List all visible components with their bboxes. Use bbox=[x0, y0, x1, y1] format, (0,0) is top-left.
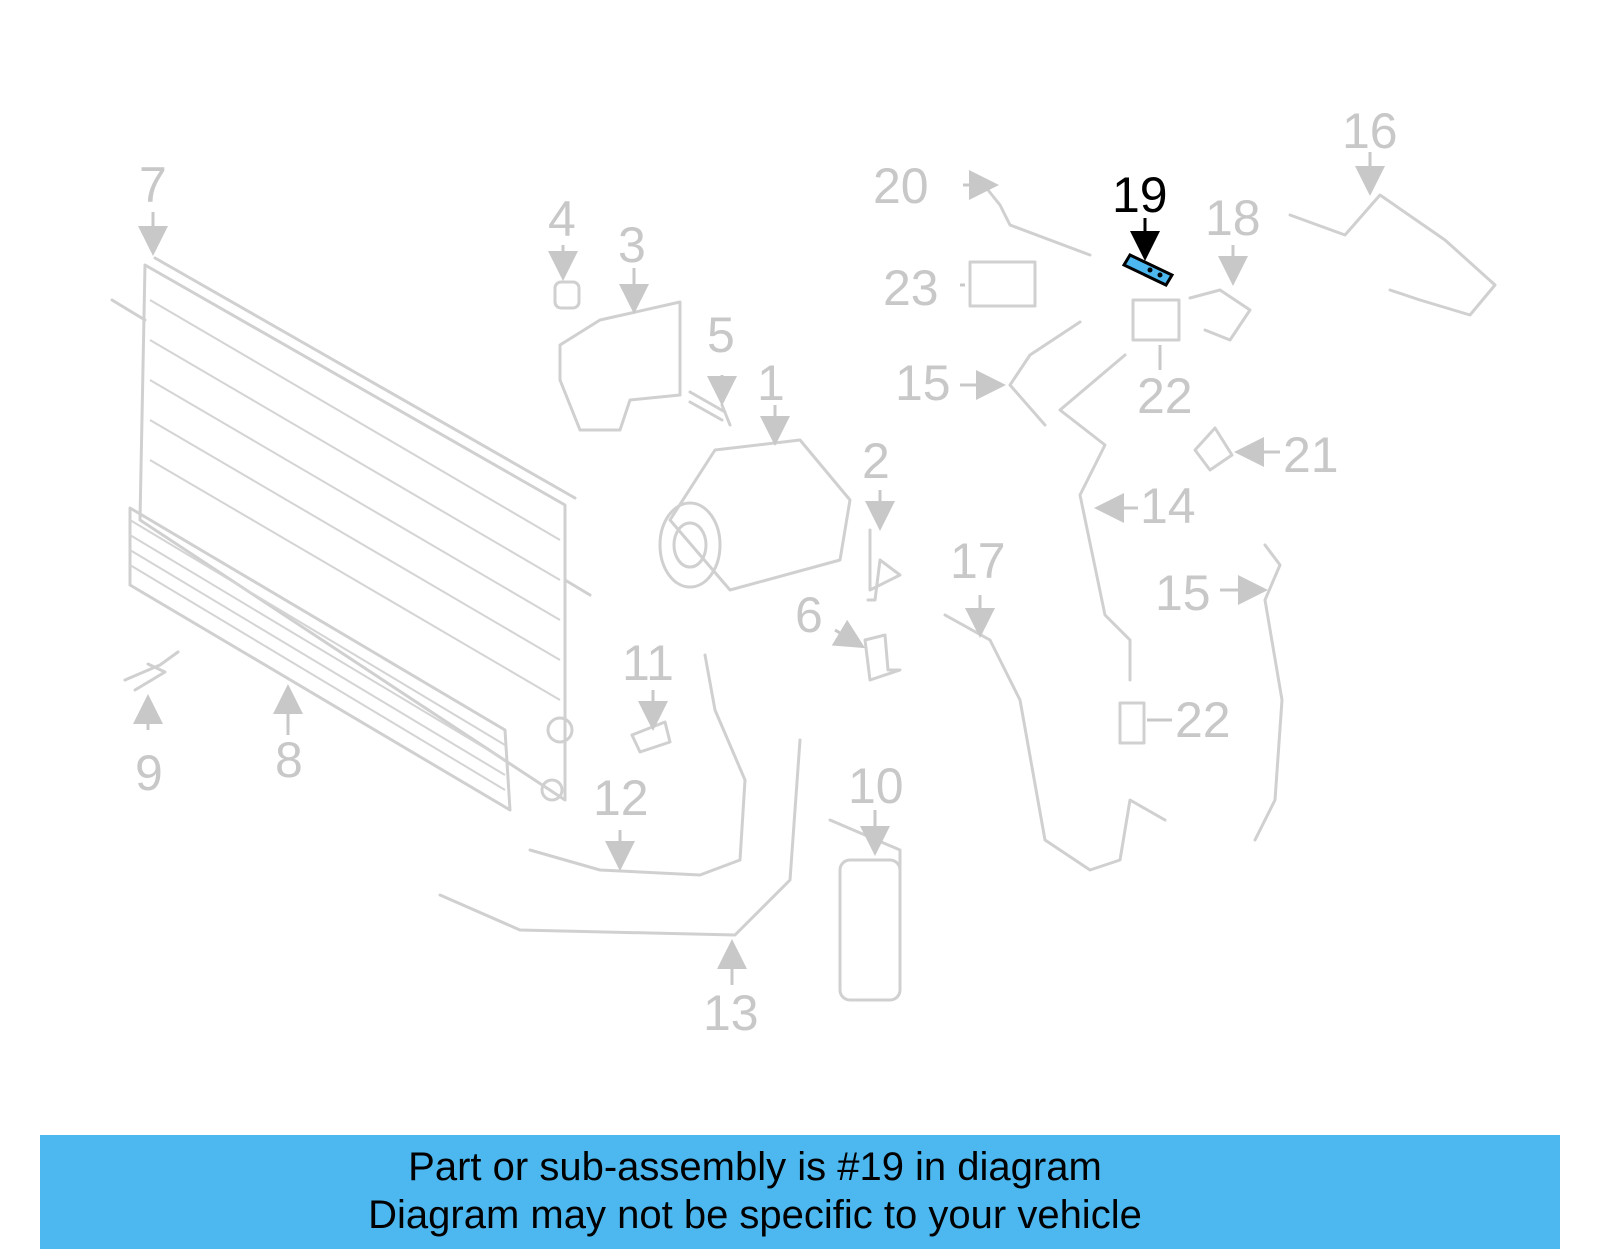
hose-15-upper-part bbox=[1008, 320, 1082, 427]
receiver-drier-part bbox=[828, 818, 902, 1002]
switch-part bbox=[630, 720, 672, 754]
hose-15-lower-part bbox=[1253, 543, 1284, 842]
callout-22-upper: 22 bbox=[1137, 368, 1193, 424]
callout-20: 20 bbox=[873, 158, 929, 214]
compressor-part bbox=[658, 438, 852, 592]
bracket-2-part bbox=[866, 528, 902, 602]
callout-15-upper: 15 bbox=[895, 355, 951, 411]
callout-15-lower: 15 bbox=[1155, 565, 1211, 621]
line-20-part bbox=[978, 178, 1092, 257]
callout-4: 4 bbox=[548, 191, 576, 247]
sensor-21-part bbox=[1193, 426, 1234, 472]
callout-9: 9 bbox=[135, 745, 163, 801]
bushing-part bbox=[553, 280, 581, 310]
callout-23: 23 bbox=[883, 260, 939, 316]
callout-16: 16 bbox=[1342, 103, 1398, 159]
compressor-bracket-part bbox=[558, 300, 682, 432]
grille-part bbox=[128, 506, 512, 812]
callout-2: 2 bbox=[862, 433, 890, 489]
oring-kit-22-upper-part bbox=[1131, 298, 1181, 342]
line-14-part bbox=[1058, 353, 1132, 682]
callout-22-lower: 22 bbox=[1175, 692, 1231, 748]
bracket-9-part bbox=[123, 650, 180, 692]
hose-18-part bbox=[1188, 288, 1252, 342]
callout-8: 8 bbox=[275, 732, 303, 788]
bolt-part bbox=[688, 390, 732, 427]
callout-7: 7 bbox=[139, 157, 167, 213]
callout-10: 10 bbox=[848, 758, 904, 814]
callout-17: 17 bbox=[950, 533, 1006, 589]
callout-18: 18 bbox=[1205, 190, 1261, 246]
callout-19-highlighted: 19 bbox=[1112, 167, 1168, 223]
highlighted-part-19[interactable] bbox=[1121, 253, 1175, 287]
callout-3: 3 bbox=[618, 217, 646, 273]
callout-14: 14 bbox=[1140, 478, 1196, 534]
line-16-part bbox=[1288, 193, 1497, 317]
callout-labels: 1 2 3 4 5 6 7 8 9 10 11 12 13 14 15 15 1… bbox=[135, 103, 1398, 1041]
callout-1: 1 bbox=[757, 355, 785, 411]
callout-13: 13 bbox=[703, 985, 759, 1041]
info-banner: Part or sub-assembly is #19 in diagram D… bbox=[40, 1135, 1560, 1249]
callout-11: 11 bbox=[622, 635, 674, 691]
callout-12: 12 bbox=[593, 770, 649, 826]
oring-kit-23-part bbox=[968, 260, 1037, 308]
callout-21: 21 bbox=[1283, 427, 1339, 483]
hose-13-part bbox=[438, 738, 802, 937]
oring-kit-22-lower-part bbox=[1118, 701, 1146, 745]
banner-line-2: Diagram may not be specific to your vehi… bbox=[368, 1193, 1142, 1237]
hose-12-part bbox=[528, 653, 747, 877]
leader-arrows bbox=[133, 152, 1385, 985]
callout-5: 5 bbox=[707, 307, 735, 363]
condenser-part bbox=[110, 256, 592, 802]
parts-diagram: 1 2 3 4 5 6 7 8 9 10 11 12 13 14 15 15 1… bbox=[110, 103, 1497, 1041]
callout-6: 6 bbox=[795, 587, 823, 643]
bracket-6-part bbox=[863, 633, 902, 682]
banner-line-1: Part or sub-assembly is #19 in diagram bbox=[408, 1145, 1102, 1189]
hose-17-part bbox=[943, 613, 1167, 872]
